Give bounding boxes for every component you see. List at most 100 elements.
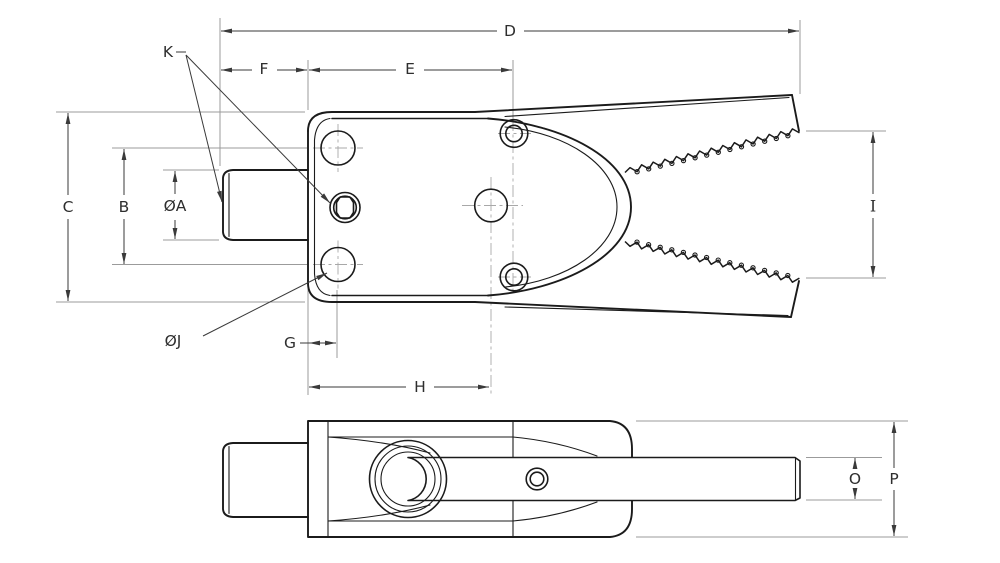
dim-label-e: E	[405, 60, 415, 78]
line	[185, 54, 223, 203]
arrowhead	[309, 340, 320, 346]
cap-screw-bottom-outer	[499, 262, 529, 292]
cap-screw-top	[499, 118, 529, 149]
housing-side-outline	[307, 420, 633, 538]
serration-bead	[715, 149, 721, 155]
shaft-side-outline	[222, 442, 309, 518]
serration-bead	[645, 242, 652, 248]
serration-bead	[634, 169, 640, 175]
arrowhead	[478, 384, 489, 390]
arrowhead	[121, 253, 127, 264]
hex-screw-outer-circle	[329, 191, 361, 224]
serration-bead	[634, 239, 640, 245]
cap-screw-top-outer	[499, 118, 529, 149]
centerlines	[313, 119, 531, 394]
serration-bead	[727, 146, 733, 153]
arrowhead	[65, 113, 71, 124]
arrowhead	[320, 193, 330, 203]
arrowhead	[891, 525, 897, 536]
arrowhead	[172, 171, 178, 182]
lower-jaw-serration	[624, 239, 800, 283]
arrowhead	[788, 28, 799, 34]
arrowhead	[309, 67, 320, 73]
serration-bead	[750, 265, 756, 271]
jaw-bar-side-view	[407, 456, 801, 502]
upper-jaw-outer-edge	[474, 94, 793, 113]
body-nose-inner-arc	[504, 126, 618, 288]
hex-socket-screw	[329, 191, 361, 224]
shaft-outline	[222, 169, 309, 241]
serration-bead	[762, 138, 768, 144]
arrowhead	[501, 67, 512, 73]
dim-label-h: H	[414, 378, 426, 396]
serration-bead	[657, 163, 663, 169]
serration-bead	[785, 272, 791, 279]
arrowhead	[221, 28, 232, 34]
serration-zigzag	[624, 128, 800, 174]
serration-bead	[761, 267, 768, 274]
housing-taper-curves	[327, 436, 598, 522]
dim-label-a: ØA	[164, 197, 187, 215]
dim-label-g: G	[284, 334, 296, 352]
lower-jaw-tip-face	[790, 280, 800, 318]
pivot-boss	[368, 439, 448, 519]
arrowhead	[221, 67, 232, 73]
jaw-bar-screw	[525, 467, 549, 491]
arrowhead	[65, 290, 71, 301]
dimension-lines	[67, 30, 895, 536]
taper-bottom-left	[327, 504, 431, 522]
serration-bead	[715, 257, 721, 263]
arrowhead	[852, 488, 858, 499]
arrowhead	[891, 422, 897, 433]
top-view	[56, 18, 908, 538]
center-hole	[473, 188, 509, 223]
dim-label-k: K	[163, 43, 174, 61]
dimension-arrows	[65, 28, 897, 536]
line	[202, 272, 328, 337]
hex-socket	[335, 196, 355, 219]
pivot-circle-middle	[374, 445, 442, 513]
arrowhead	[316, 273, 327, 281]
lower-jaw-outer-edge	[474, 301, 792, 318]
arrowhead	[217, 190, 222, 202]
bar-screw-outer	[525, 467, 549, 491]
shaft-top-view	[222, 169, 309, 241]
arrowhead	[870, 266, 876, 277]
side-view	[222, 420, 801, 538]
dim-label-d: D	[504, 22, 516, 40]
mounting-hole-top	[320, 130, 356, 166]
housing-body	[307, 111, 632, 303]
serration-bead	[680, 157, 687, 164]
cap-screw-top-inner	[504, 124, 523, 143]
pivot-circle-outer	[368, 439, 448, 519]
arrowhead	[870, 132, 876, 143]
shaft-side-view	[222, 442, 309, 518]
arrowhead	[309, 384, 320, 390]
serration-bead	[727, 260, 733, 266]
serration-bead	[773, 270, 779, 276]
arrowhead	[296, 67, 307, 73]
body-nose-outer-arc	[487, 117, 632, 297]
serration-bead	[680, 249, 687, 256]
arrowhead	[121, 149, 127, 160]
serration-bead	[669, 160, 675, 167]
cap-screw-bottom-inner	[504, 267, 523, 286]
taper-top-right	[512, 436, 598, 457]
arrowhead	[852, 458, 858, 469]
serration-bead	[785, 133, 791, 139]
serration-bead	[703, 254, 710, 261]
upper-jaw-serration	[624, 128, 800, 175]
pivot-circle-inner	[380, 451, 436, 507]
jaws	[474, 94, 800, 318]
body-top-edge	[307, 111, 476, 132]
serration-bead	[657, 244, 663, 250]
dim-label-c: C	[63, 198, 74, 216]
dim-label-p: P	[889, 470, 898, 488]
holes-and-screws	[320, 118, 529, 292]
arrowhead	[325, 340, 336, 346]
serration-bead	[692, 155, 698, 161]
extension-lines	[56, 18, 908, 538]
taper-top-left	[327, 436, 431, 454]
cap-screw-bottom	[499, 262, 529, 292]
